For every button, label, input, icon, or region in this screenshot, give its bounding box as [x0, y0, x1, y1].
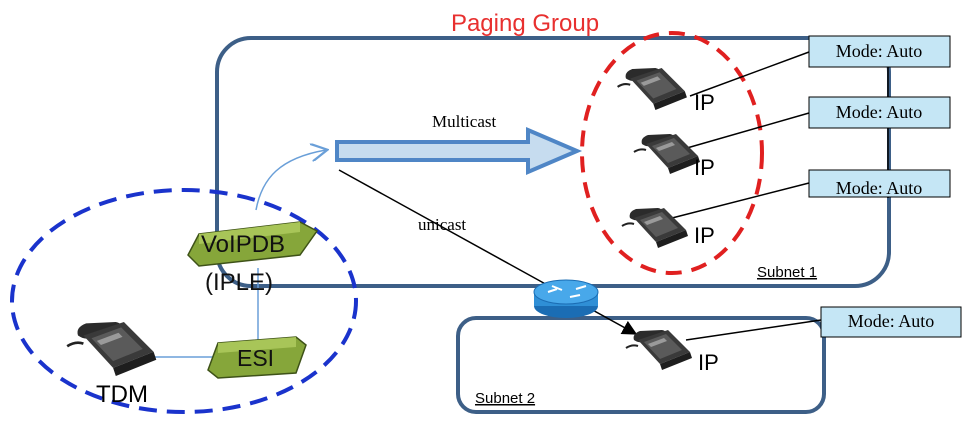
subnet-2-label: Subnet 2	[475, 390, 535, 407]
mode-label: Mode: Auto	[848, 311, 935, 331]
mode-label: Mode: Auto	[836, 102, 923, 122]
mode-box-3: Mode: Auto	[808, 169, 951, 198]
subnet-2-region	[456, 316, 826, 414]
mode-label: Mode: Auto	[836, 178, 923, 198]
phone-link-4	[685, 319, 822, 341]
signal-curve-arrow	[255, 150, 326, 211]
tdm-label: TDM	[96, 381, 148, 408]
esi-device: ESI	[207, 336, 307, 379]
unicast-label: unicast	[418, 215, 466, 234]
phone-ip-label: IP	[694, 155, 715, 180]
router-icon	[533, 279, 599, 318]
paging-group-ellipse	[580, 31, 764, 275]
phone-ip-label: IP	[698, 350, 719, 375]
phone-link-2	[679, 112, 810, 151]
mode-box-2: Mode: Auto	[808, 96, 951, 129]
voipdb-label: VoIPDB	[201, 231, 285, 258]
paging-group-title: Paging Group	[451, 10, 599, 37]
ip-phone-1: IP	[616, 66, 715, 115]
mode-box-4: Mode: Auto	[820, 306, 962, 338]
phone-ip-label: IP	[694, 223, 715, 248]
ip-phone-4: IP	[625, 329, 719, 375]
subnet-1-label: Subnet 1	[757, 264, 817, 281]
voipdb-device: VoIPDB (IPLE)	[187, 221, 319, 296]
ip-phone-2: IP	[633, 133, 715, 180]
multicast-label: Multicast	[432, 112, 496, 131]
esi-label: ESI	[237, 345, 274, 371]
mode-box-1: Mode: Auto	[808, 35, 951, 68]
phone-link-3	[671, 182, 810, 219]
phone-link-1	[689, 51, 810, 97]
phone-ip-label: IP	[694, 90, 715, 115]
ip-phone-3: IP	[621, 207, 715, 249]
multicast-arrow	[335, 126, 583, 176]
iple-label: (IPLE)	[205, 269, 273, 296]
tdm-phone: TDM	[65, 320, 158, 408]
mode-label: Mode: Auto	[836, 41, 923, 61]
tdm-domain-ellipse	[10, 188, 358, 414]
